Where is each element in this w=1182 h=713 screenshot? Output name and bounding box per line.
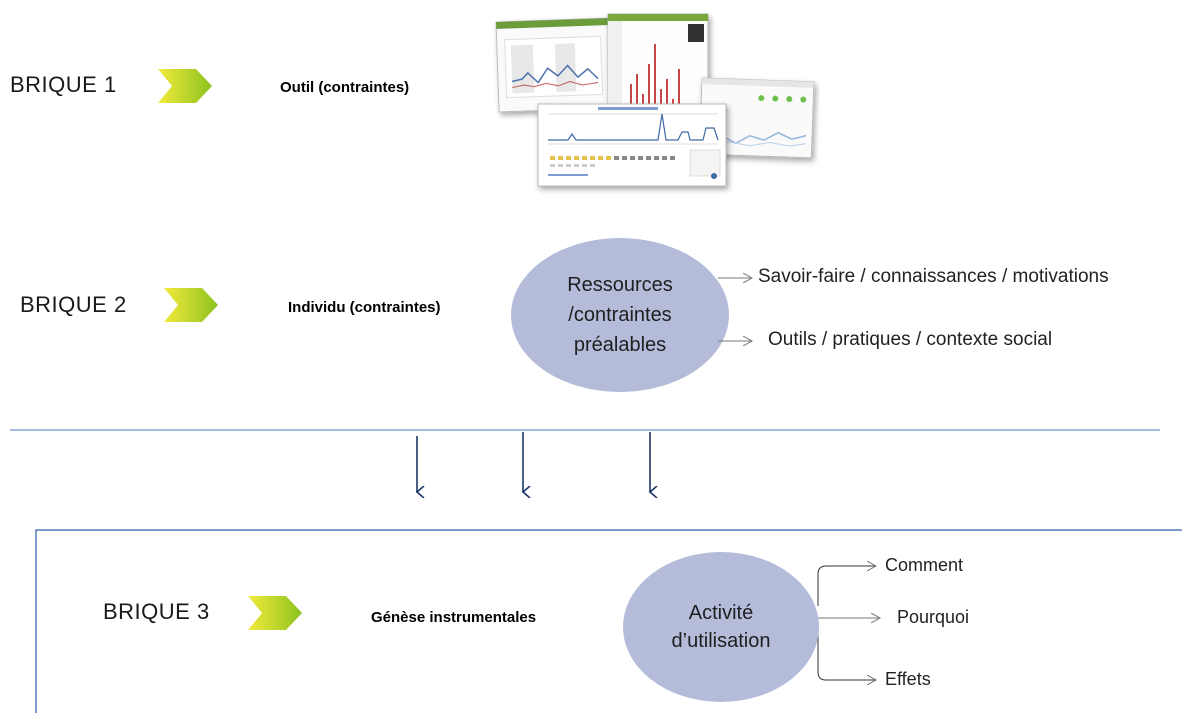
ellipse-line: préalables bbox=[573, 334, 667, 356]
brique-3-item: Comment bbox=[885, 555, 964, 575]
ellipse-line: Activité bbox=[688, 602, 754, 624]
resources-constraints-ellipse: Ressources /contraintes préalables bbox=[511, 238, 729, 392]
chevron-right-icon bbox=[248, 596, 302, 630]
brique-2-item: Savoir-faire / connaissances / motivatio… bbox=[758, 266, 1109, 287]
ellipse-line: /contraintes bbox=[568, 304, 672, 326]
brique-2-subtitle: Individu (contraintes) bbox=[288, 299, 441, 316]
usage-activity-ellipse: Activité d’utilisation bbox=[623, 552, 819, 702]
ellipse-line: d’utilisation bbox=[671, 630, 771, 652]
brique-2-item: Outils / pratiques / contexte social bbox=[768, 329, 1053, 350]
brique-3-item: Pourquoi bbox=[897, 607, 970, 627]
thin-arrow-icon bbox=[817, 634, 876, 680]
brique-3-item: Effets bbox=[885, 669, 931, 689]
screenshot-window bbox=[495, 17, 612, 113]
screenshot-window bbox=[537, 103, 727, 187]
chevron-right-icon bbox=[164, 288, 218, 322]
brique-1-label: BRIQUE 1 bbox=[10, 72, 117, 97]
chevron-right-icon bbox=[158, 69, 212, 103]
brique-2-label: BRIQUE 2 bbox=[20, 292, 127, 317]
ellipse-line: Ressources bbox=[567, 274, 673, 296]
thin-arrow-icon bbox=[817, 566, 876, 606]
screenshot-window bbox=[698, 77, 815, 159]
brique-1-subtitle: Outil (contraintes) bbox=[280, 79, 410, 96]
brique-3-frame bbox=[35, 529, 1182, 713]
app-screenshots-collage bbox=[495, 13, 815, 187]
brique-3-label: BRIQUE 3 bbox=[103, 599, 210, 624]
brique-3-subtitle: Génèse instrumentales bbox=[371, 609, 537, 626]
